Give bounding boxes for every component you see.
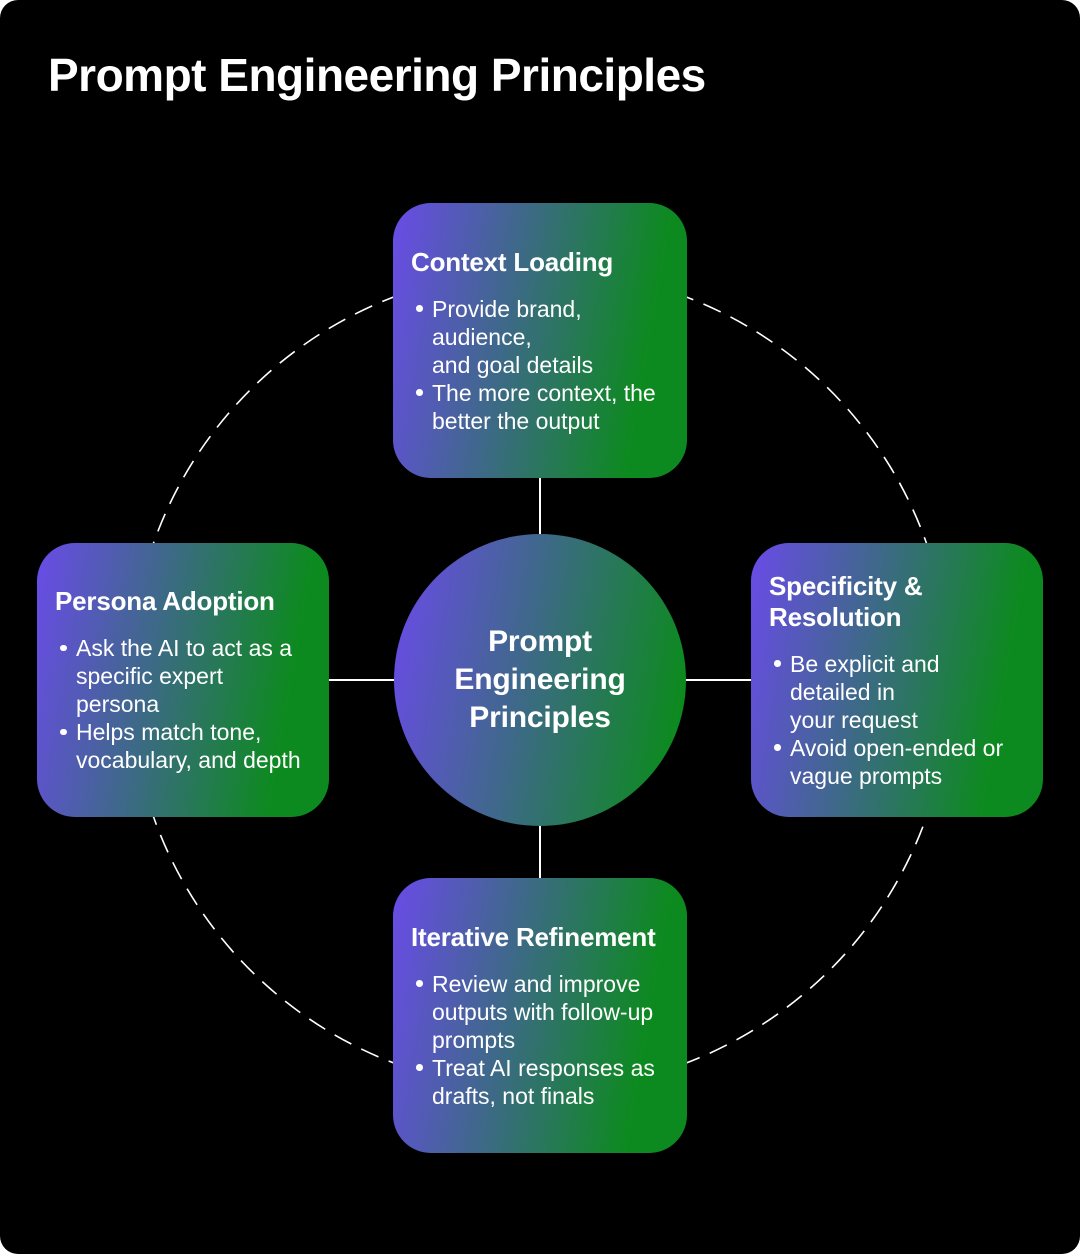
card-heading: Specificity & Resolution	[769, 570, 923, 632]
bullet-item: Review and improve outputs with follow-u…	[411, 970, 669, 1054]
card-context-loading: Context Loading Provide brand, audience,…	[393, 203, 687, 478]
page-title: Prompt Engineering Principles	[48, 49, 706, 101]
card-persona-adoption: Persona Adoption Ask the AI to act as a …	[37, 543, 329, 817]
card-heading: Iterative Refinement	[411, 921, 656, 952]
card-iterative-refinement: Iterative Refinement Review and improve …	[393, 878, 687, 1153]
card-heading: Persona Adoption	[55, 586, 275, 616]
card-heading: Context Loading	[411, 246, 614, 277]
card-specificity-resolution: Specificity & Resolution Be explicit and…	[751, 543, 1043, 817]
bullet-list: Provide brand, audience, and goal detail…	[411, 295, 669, 435]
center-label: Prompt Engineering Principles	[454, 625, 626, 734]
bullet-item: Ask the AI to act as a specific expert p…	[55, 634, 311, 718]
bullet-item: Treat AI responses as drafts, not finals	[411, 1054, 669, 1110]
bullet-item: Provide brand, audience, and goal detail…	[411, 295, 669, 379]
bullet-list: Review and improve outputs with follow-u…	[411, 970, 669, 1110]
bullet-item: Helps match tone, vocabulary, and depth	[55, 718, 311, 774]
center-circle: Prompt Engineering Principles	[394, 534, 686, 826]
bullet-item: Be explicit and detailed in your request	[769, 650, 1025, 734]
bullet-list: Be explicit and detailed in your request…	[769, 650, 1025, 790]
bullet-item: The more context, the better the output	[411, 379, 669, 435]
bullet-item: Avoid open-ended or vague prompts	[769, 734, 1025, 790]
bullet-list: Ask the AI to act as a specific expert p…	[55, 634, 311, 774]
